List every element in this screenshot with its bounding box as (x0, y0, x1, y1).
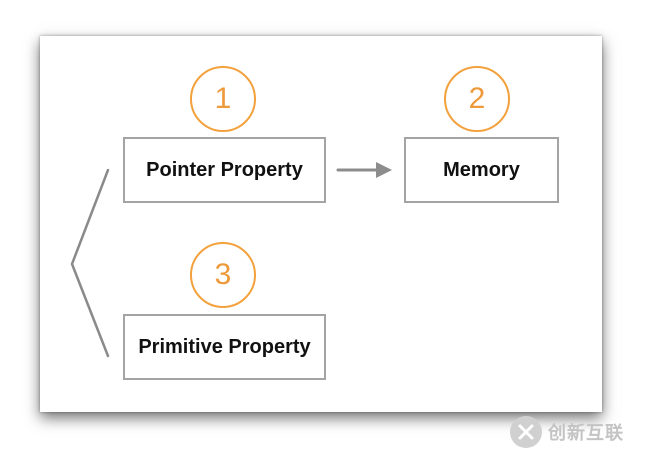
watermark: 创新互联 (510, 412, 644, 452)
watermark-text: 创新互联 (548, 423, 624, 443)
node-pointer-property-label: Pointer Property (146, 158, 303, 181)
badge-1: 1 (190, 66, 256, 132)
badge-3: 3 (190, 242, 256, 308)
badge-2: 2 (444, 66, 510, 132)
node-memory: Memory (404, 137, 559, 203)
node-primitive-property-label: Primitive Property (138, 335, 311, 358)
watermark-logo-icon (510, 416, 542, 448)
node-primitive-property: Primitive Property (123, 314, 326, 380)
node-memory-label: Memory (443, 158, 520, 181)
arrowhead (376, 162, 392, 178)
node-pointer-property: Pointer Property (123, 137, 326, 203)
group-bracket (70, 168, 110, 358)
